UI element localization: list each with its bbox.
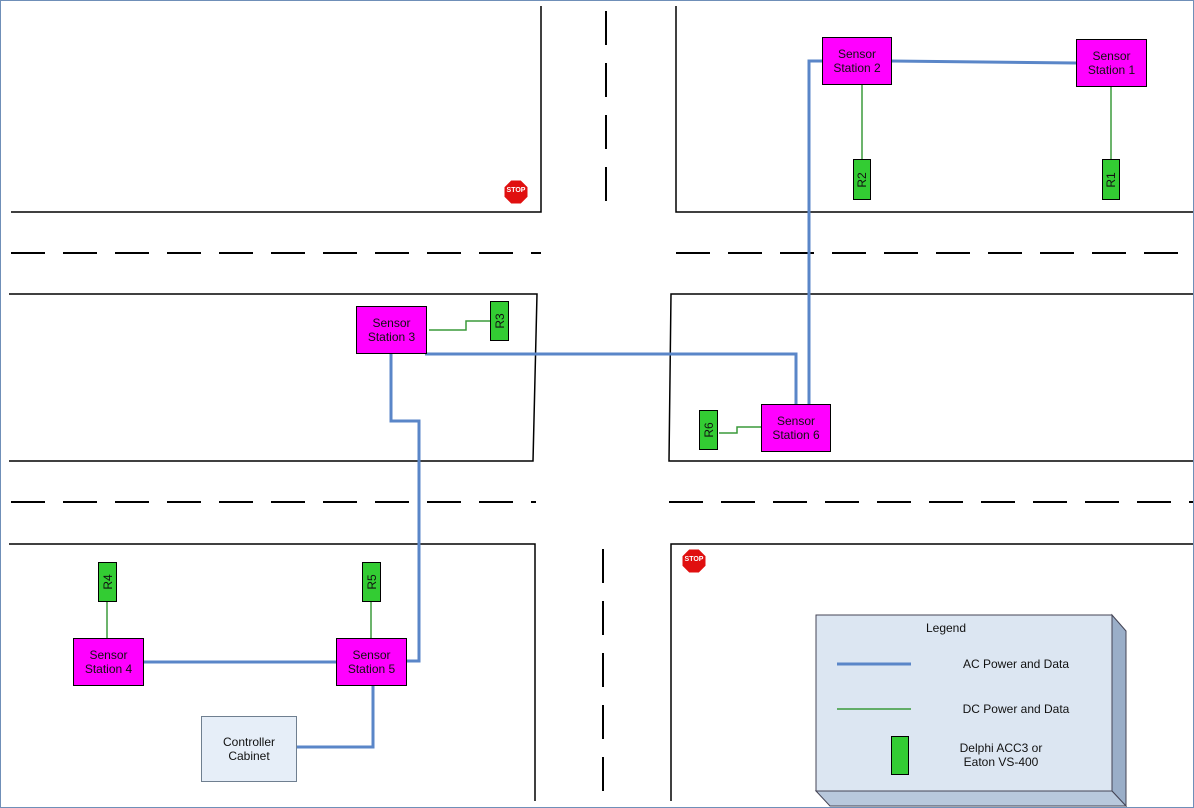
radar-r1-label: R1 (1103, 171, 1118, 188)
radar-r3-label: R3 (492, 313, 507, 329)
ac-line-s2-s6 (807, 59, 822, 405)
legend-device-swatch (891, 736, 909, 775)
dc-line-r3 (429, 320, 491, 331)
road-edges (9, 6, 1193, 801)
legend-dc-label: DC Power and Data (962, 702, 1070, 716)
sensor-station-3-label: Sensor Station 3 (367, 315, 416, 344)
block-edge-mid-right (668, 293, 1193, 462)
legend-box-shape (814, 613, 1128, 807)
ac-lines (143, 59, 1077, 749)
controller-cabinet-label: Controller Cabinet (222, 734, 276, 763)
dc-line-r6 (719, 426, 761, 434)
stop-sign-shapes (503, 179, 707, 574)
radar-r6: R6 (699, 410, 718, 450)
radar-r5-label: R5 (364, 574, 379, 590)
block-edge-mid-left (9, 293, 538, 462)
ac-line-s5-cabinet (297, 685, 375, 749)
radar-r2-label: R2 (854, 171, 869, 188)
radar-r1: R1 (1102, 159, 1120, 200)
stop-sign-south: STOP (682, 549, 706, 573)
sensor-station-3: Sensor Station 3 (356, 306, 427, 354)
ac-line-s2-s1 (890, 59, 1077, 65)
radar-r3: R3 (490, 301, 509, 341)
radar-r2: R2 (853, 159, 871, 200)
sensor-station-1-label: Sensor Station 1 (1087, 48, 1136, 77)
radar-r5: R5 (362, 562, 381, 602)
sensor-station-2: Sensor Station 2 (822, 37, 892, 85)
dc-lines (106, 85, 1112, 639)
stop-sign-label: STOP (506, 187, 526, 194)
radar-r6-label: R6 (701, 422, 716, 438)
radar-r4: R4 (98, 562, 117, 602)
legend-title: Legend (925, 621, 967, 635)
center-lines (11, 11, 1193, 801)
sensor-station-6: Sensor Station 6 (761, 404, 831, 452)
legend-ac-label: AC Power and Data (962, 657, 1070, 671)
radar-r4-label: R4 (100, 574, 115, 590)
ac-line-s3-s5 (389, 354, 421, 663)
stop-sign-label: STOP (684, 556, 704, 563)
ac-line-s3-s6 (425, 352, 798, 405)
controller-cabinet: Controller Cabinet (201, 716, 297, 782)
sensor-station-4-label: Sensor Station 4 (84, 647, 133, 676)
sensor-station-1: Sensor Station 1 (1076, 39, 1147, 87)
sensor-station-5-label: Sensor Station 5 (347, 647, 396, 676)
block-edge-bottom-right (670, 543, 1193, 801)
sensor-station-5: Sensor Station 5 (336, 638, 407, 686)
stop-sign-north: STOP (504, 180, 528, 204)
block-edge-bottom-left (9, 543, 536, 801)
block-edge-top-left (11, 6, 542, 213)
legend-device-label: Delphi ACC3 or Eaton VS-400 (959, 741, 1043, 770)
sensor-station-6-label: Sensor Station 6 (772, 413, 820, 442)
block-edge-top-right (675, 6, 1193, 213)
sensor-station-2-label: Sensor Station 2 (833, 46, 881, 75)
sensor-station-4: Sensor Station 4 (73, 638, 144, 686)
